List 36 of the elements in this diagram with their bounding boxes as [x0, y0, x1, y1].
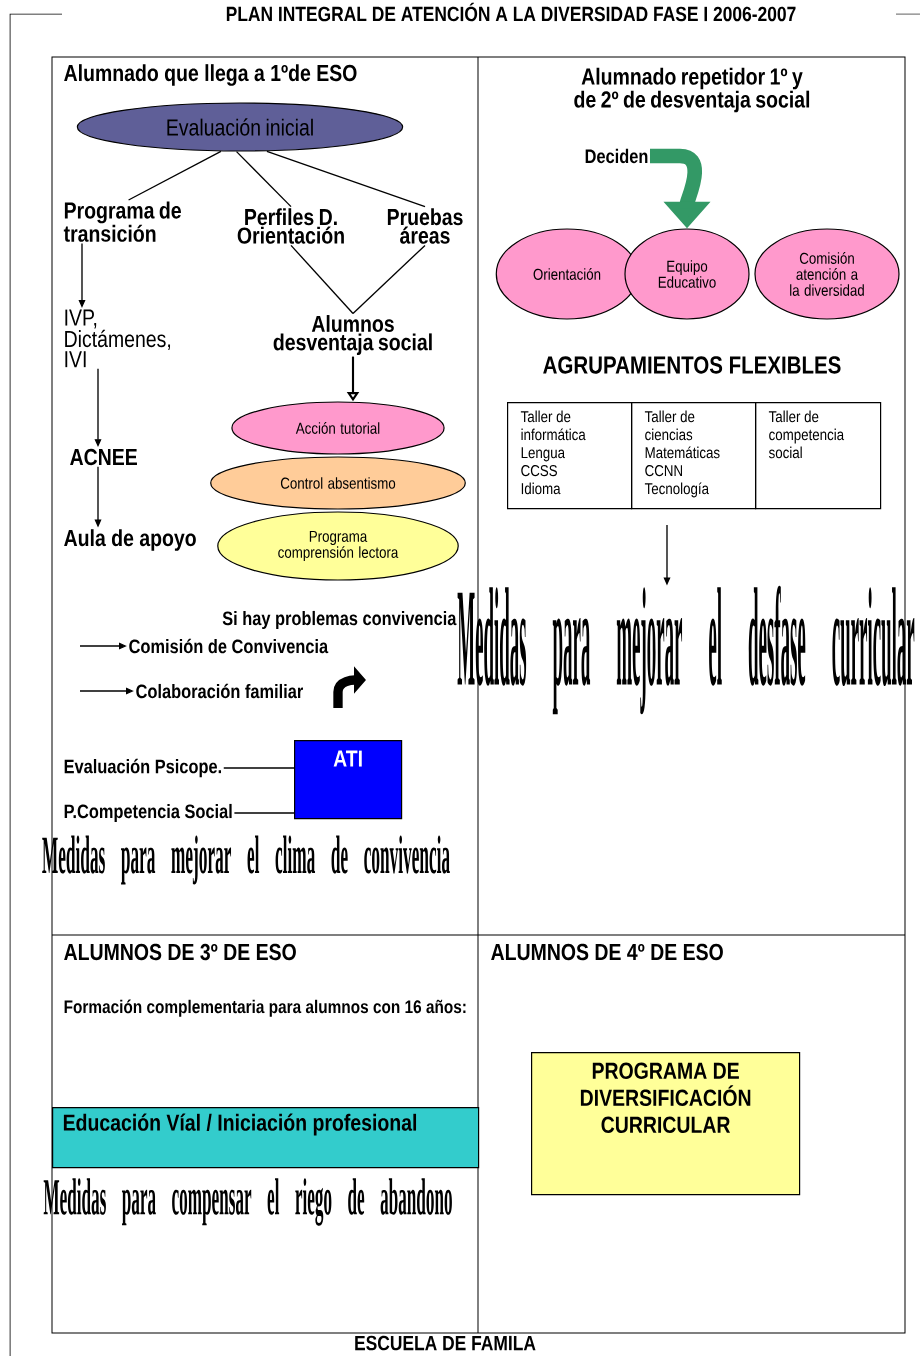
text-label: Deciden [585, 148, 648, 164]
connector-line [127, 150, 222, 201]
heading: Si hay problemas convivencia [222, 610, 457, 630]
text-label: P.Competencia Social [64, 803, 232, 823]
heading: Alumnado repetidor 1º y de 2º de desventaja social [574, 67, 810, 113]
title: PLAN INTEGRAL DE ATENCIÓN A LA DIVERSIDAD FASE I 2006-2007 [226, 2, 796, 22]
table-cell: Taller de informática Lengua CCSS Idioma [507, 402, 633, 510]
text-label: ACNEE [70, 448, 137, 466]
text-label: IVP, Dictámenes, IVI [65, 309, 170, 368]
heading: AGRUPAMIENTOS FLEXIBLES [543, 356, 841, 374]
table-cell: Taller de competencia social [755, 402, 882, 510]
connector-line [352, 244, 426, 315]
text-label: Comisión de Convivencia [129, 638, 329, 654]
text-label: Colaboración familiar [136, 683, 303, 699]
text-label: Perfiles D. Orientación [237, 208, 344, 244]
text-label: Alumnos desventaja social [273, 315, 432, 355]
heading: ALUMNOS DE 3º DE ESO [64, 943, 296, 961]
connector-line [235, 150, 292, 208]
filled-box: PROGRAMA DE DIVERSIFICACIÓN CURRICULAR [531, 1052, 801, 1196]
wordart-text: Medidas para mejorar el desfase curricular [457, 585, 915, 715]
filled-box: ATI [294, 740, 403, 820]
banner: Educación Víal / Iniciación profesional [52, 1107, 480, 1169]
connector-line [223, 767, 295, 769]
connector-line [233, 812, 295, 814]
text-label: Pruebas áreas [387, 208, 463, 244]
heading: ALUMNOS DE 4º DE ESO [491, 943, 723, 961]
text-label: Evaluación Psicope. [64, 758, 222, 778]
connector-line [290, 244, 354, 315]
text-label: Programa de transición [63, 201, 181, 242]
text-label: Aula de apoyo [64, 529, 196, 551]
connector-line [266, 150, 426, 208]
heading: ESCUELA DE FAMILA [355, 1335, 536, 1351]
wordart-text: Medidas para mejorar el clima de convivencia [42, 835, 450, 885]
text-label: Formación complementaria para alumnos con 16 años: [64, 999, 466, 1017]
wordart-text: Medidas para compensar el riego de abandono [43, 1178, 452, 1226]
table-cell: Taller de ciencias Matemáticas CCNN Tecnología [631, 402, 757, 510]
